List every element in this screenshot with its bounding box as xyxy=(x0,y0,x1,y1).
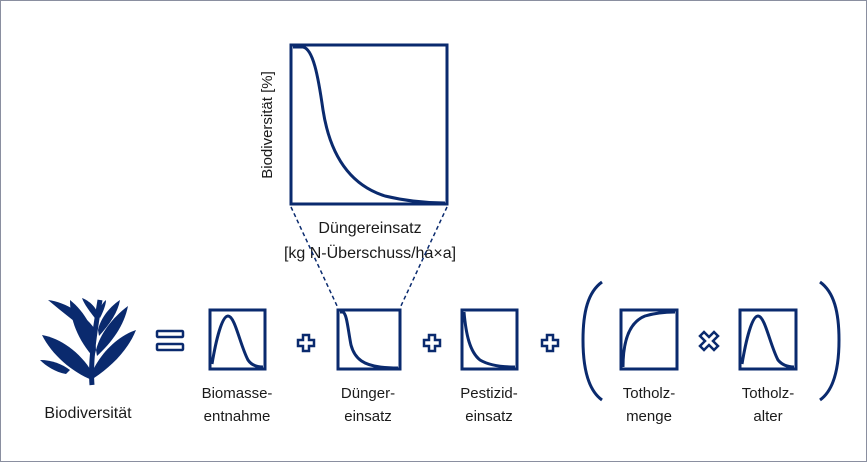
zoom-y-axis-label: Biodiversität [%] xyxy=(259,71,276,179)
zoom-curve xyxy=(293,45,446,205)
curve-box-biomasseentnahme xyxy=(208,308,267,371)
factor-label-line2: einsatz xyxy=(465,408,513,425)
factor-label-line2: entnahme xyxy=(204,408,271,425)
curve-steep-decay xyxy=(462,311,516,369)
times-icon xyxy=(698,330,720,352)
factor-label-line1: Pestizid- xyxy=(460,385,518,402)
left-bracket xyxy=(581,280,603,402)
plus-icon xyxy=(422,333,442,353)
zoom-connector-right xyxy=(399,206,448,309)
factor-totholzmenge: Totholz- menge xyxy=(619,308,679,425)
right-bracket xyxy=(819,280,841,402)
plus-icon xyxy=(540,333,560,353)
leaf-plant-icon xyxy=(40,298,136,386)
curve-hump xyxy=(210,314,264,369)
factor-pestizideinsatz: Pestizid- einsatz xyxy=(460,308,519,425)
factor-label-line1: Dünger- xyxy=(341,385,395,402)
plus-icon xyxy=(296,333,316,353)
zoom-connector-left xyxy=(290,206,339,309)
curve-saturation xyxy=(621,310,676,368)
factor-biomasseentnahme: Biomasse- entnahme xyxy=(202,308,273,425)
factor-label-line1: Totholz- xyxy=(623,385,676,402)
curve-hump xyxy=(740,314,795,369)
curve-box-totholzalter xyxy=(738,308,798,371)
curve-box-duengereinsatz xyxy=(336,308,402,371)
factor-label-line2: menge xyxy=(626,408,672,425)
factor-label-line1: Totholz- xyxy=(742,385,795,402)
factor-duengereinsatz: Dünger- einsatz xyxy=(336,308,402,425)
zoom-x-label-line2: [kg N-Überschuss/ha×a] xyxy=(284,244,456,262)
zoom-curve-box xyxy=(289,43,449,206)
zoom-panel: Biodiversität [%] Düngereinsatz [kg N-Üb… xyxy=(259,43,456,262)
factor-label-line2: einsatz xyxy=(344,408,392,425)
factor-label-line1: Biomasse- xyxy=(202,385,273,402)
factor-label-line2: alter xyxy=(753,408,782,425)
zoom-x-label-line1: Düngereinsatz xyxy=(318,220,421,237)
curve-box-pestizideinsatz xyxy=(460,308,519,371)
equals-icon xyxy=(155,329,185,352)
factor-totholzalter: Totholz- alter xyxy=(738,308,798,425)
lhs-label: Biodiversität xyxy=(44,405,132,422)
curve-box-totholzmenge xyxy=(619,308,679,371)
curve-decay xyxy=(340,310,399,370)
